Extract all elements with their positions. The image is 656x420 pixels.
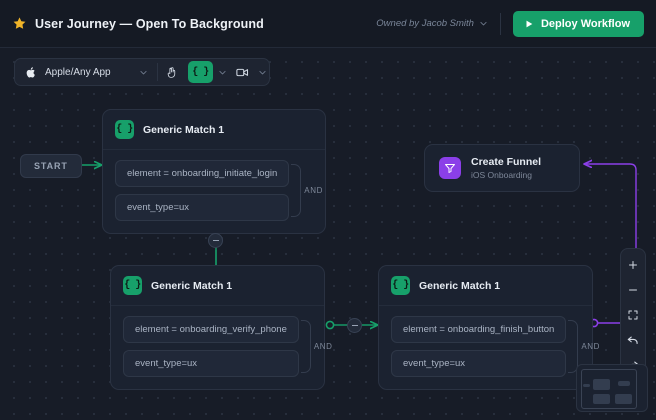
app-header: User Journey — Open To Background Owned … [0, 0, 656, 48]
node-body: element = onboarding_verify_phone event_… [111, 306, 332, 389]
star-icon[interactable] [12, 16, 27, 31]
canvas-toolbar: Apple/Any App { } [14, 58, 270, 86]
video-tool-button[interactable] [229, 59, 255, 85]
chevron-down-icon [218, 70, 226, 74]
video-camera-icon [235, 68, 248, 76]
condition-row[interactable]: element = onboarding_finish_button [391, 316, 567, 343]
zoom-in-button[interactable] [621, 252, 645, 277]
minimap-node [618, 381, 630, 386]
minimap-node [615, 394, 632, 404]
minus-icon [351, 324, 358, 327]
and-operator: AND [300, 316, 333, 377]
and-operator: AND [568, 316, 600, 377]
node-generic-match-3[interactable]: { } Generic Match 1 element = onboarding… [378, 265, 599, 390]
owner-dropdown[interactable]: Owned by Jacob Smith [376, 18, 500, 29]
funnel-title: Create Funnel [471, 156, 542, 168]
minimap-node [593, 394, 610, 404]
video-tool-chevron[interactable] [255, 59, 269, 85]
plus-icon [629, 260, 637, 269]
condition-row[interactable]: element = onboarding_initiate_login [115, 160, 290, 187]
node-generic-match-1[interactable]: { } Generic Match 1 element = onboarding… [102, 109, 326, 234]
code-braces-icon: { } [115, 120, 134, 139]
code-braces-icon: { } [391, 276, 410, 295]
condition-row[interactable]: event_type=ux [123, 350, 299, 377]
condition-row[interactable]: event_type=ux [391, 350, 567, 377]
code-tool-button[interactable]: { } [188, 61, 213, 83]
node-body: element = onboarding_initiate_login even… [103, 150, 325, 233]
and-bracket [568, 320, 579, 373]
deploy-workflow-label: Deploy Workflow [540, 17, 630, 30]
apple-icon [26, 66, 35, 77]
node-generic-match-2[interactable]: { } Generic Match 1 element = onboarding… [110, 265, 332, 390]
deploy-workflow-button[interactable]: Deploy Workflow [512, 10, 644, 37]
minus-icon [629, 289, 637, 290]
app-selector-label: Apple/Any App [45, 66, 111, 78]
funnel-subtitle: iOS Onboarding [471, 170, 532, 180]
and-bracket [300, 320, 311, 373]
code-braces-icon: { } [123, 276, 142, 295]
undo-arrow-icon [627, 336, 638, 344]
node-title: Generic Match 1 [419, 279, 501, 292]
minimap[interactable] [576, 364, 648, 412]
and-label: AND [313, 342, 333, 351]
and-bracket [291, 164, 302, 217]
page-title: User Journey — Open To Background [35, 16, 264, 31]
workflow-canvas[interactable]: Apple/Any App { } [0, 48, 656, 420]
start-chip[interactable]: START [20, 154, 82, 178]
and-label: AND [581, 342, 601, 351]
zoom-out-button[interactable] [621, 277, 645, 302]
fit-screen-icon [628, 310, 638, 319]
chevron-down-icon [480, 21, 487, 26]
toolbar-divider [157, 63, 158, 81]
node-body: element = onboarding_finish_button event… [379, 306, 599, 389]
node-title: Generic Match 1 [143, 123, 225, 136]
fit-view-button[interactable] [621, 302, 645, 327]
header-divider [499, 12, 501, 35]
edge-collapse-button-vertical[interactable] [208, 233, 223, 248]
condition-row[interactable]: event_type=ux [115, 194, 290, 221]
node-header: { } Generic Match 1 [379, 266, 592, 306]
owner-label: Owned by Jacob Smith [376, 18, 474, 29]
header-actions: Owned by Jacob Smith Deploy Workflow [376, 10, 644, 37]
play-icon [526, 20, 533, 27]
minus-icon [212, 239, 219, 242]
minimap-node [593, 379, 610, 390]
code-tool-chevron[interactable] [215, 59, 229, 85]
code-braces-icon: { } [192, 66, 209, 78]
minimap-node [583, 384, 590, 387]
node-create-funnel[interactable]: Create Funnel iOS Onboarding [424, 144, 580, 192]
app-selector[interactable]: Apple/Any App [15, 59, 157, 85]
and-label: AND [304, 186, 323, 195]
node-header: { } Generic Match 1 [103, 110, 325, 150]
hand-icon [167, 66, 175, 78]
chevron-down-icon [140, 70, 147, 74]
node-title: Generic Match 1 [151, 279, 233, 292]
funnel-icon [439, 157, 461, 179]
chevron-down-icon [258, 70, 266, 74]
condition-row[interactable]: element = onboarding_verify_phone [123, 316, 299, 343]
minimap-viewport [581, 369, 637, 409]
edge-collapse-button-horizontal[interactable] [347, 318, 362, 333]
undo-button[interactable] [621, 327, 645, 352]
node-header: { } Generic Match 1 [111, 266, 324, 306]
and-operator: AND [291, 160, 323, 221]
hand-tool-button[interactable] [158, 59, 184, 85]
canvas-controls [620, 248, 646, 381]
